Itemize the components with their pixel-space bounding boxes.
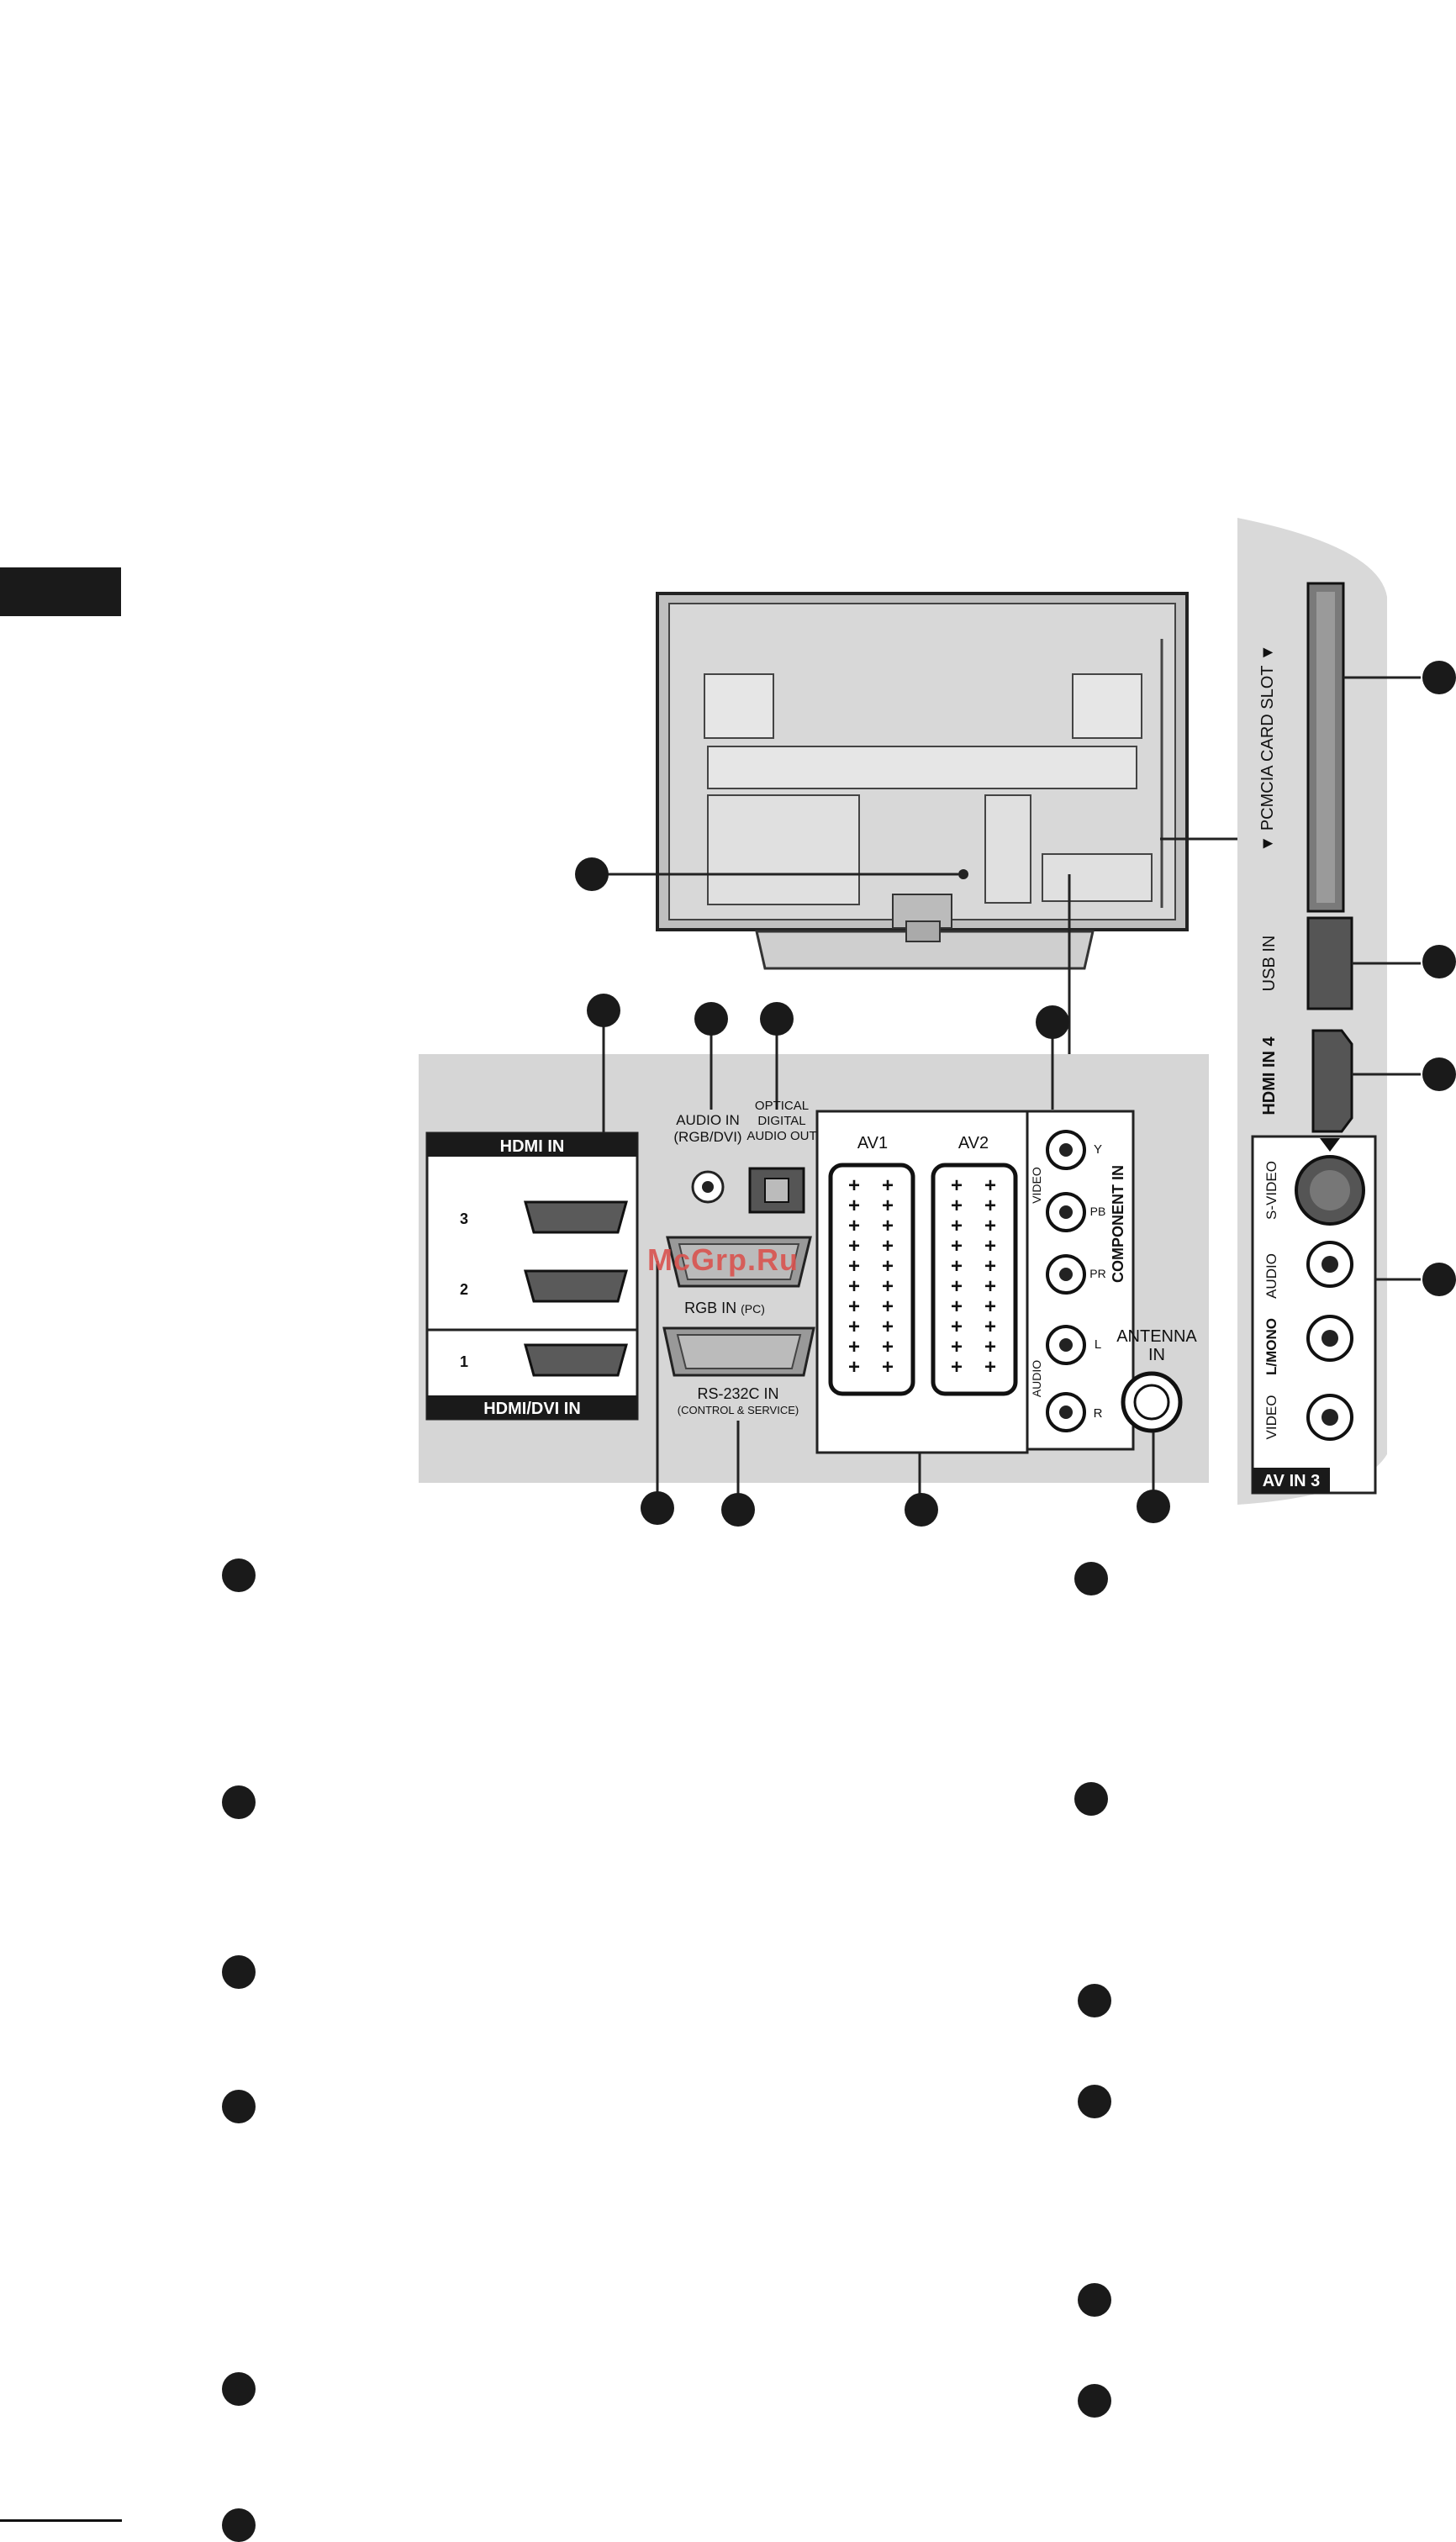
- scart-pin: +: [882, 1275, 894, 1298]
- scart-pin: +: [848, 1235, 860, 1258]
- scart-pin: +: [848, 1195, 860, 1217]
- scart-pin: +: [848, 1316, 860, 1338]
- section-tab-marker: [0, 567, 121, 616]
- scart-pin: +: [848, 1215, 860, 1237]
- hdmi-dvi-in-label: HDMI/DVI IN: [483, 1400, 581, 1418]
- scart-pin: +: [951, 1316, 963, 1338]
- component-pr-label: PR: [1089, 1267, 1105, 1280]
- scart-pin: +: [984, 1174, 996, 1197]
- usb-in-label: USB IN: [1260, 936, 1279, 992]
- rear-connection-panel: [419, 1009, 1209, 1496]
- hdmi-port-number-3: 3: [460, 1210, 468, 1227]
- scart-pin: +: [951, 1215, 963, 1237]
- scart-pin: +: [951, 1356, 963, 1379]
- av2-label: AV2: [958, 1134, 989, 1152]
- list-bullet-left-2: [222, 1785, 256, 1819]
- list-bullet-right-1: [1074, 1562, 1108, 1595]
- component-video-label: VIDEO: [1030, 1167, 1043, 1204]
- optical-label-3: AUDIO OUT: [746, 1129, 816, 1143]
- antenna-in-label: IN: [1148, 1346, 1165, 1364]
- hdmi-in-4-label: HDMI IN 4: [1260, 1036, 1279, 1115]
- rs232c-sublabel: (CONTROL & SERVICE): [678, 1404, 799, 1416]
- scart-pin: +: [984, 1255, 996, 1278]
- component-l-label: L: [1095, 1337, 1101, 1352]
- scart-pin: +: [951, 1195, 963, 1217]
- component-y-label: Y: [1094, 1142, 1102, 1157]
- pcmcia-label: ▼ PCMCIA CARD SLOT ▼: [1258, 644, 1277, 852]
- scart-pin: +: [984, 1195, 996, 1217]
- scart-pin: +: [848, 1295, 860, 1318]
- scart-pin: +: [882, 1356, 894, 1379]
- list-bullet-right-5: [1078, 2283, 1111, 2317]
- scart-pin: +: [951, 1336, 963, 1358]
- scart-pin: +: [984, 1215, 996, 1237]
- list-bullet-right-6: [1078, 2384, 1111, 2418]
- scart-pin: +: [984, 1336, 996, 1358]
- footer-rule: [0, 2519, 122, 2522]
- scart-pin: +: [882, 1295, 894, 1318]
- scart-pin: +: [848, 1275, 860, 1298]
- list-bullet-right-3: [1078, 1984, 1111, 2017]
- component-in-label: COMPONENT IN: [1110, 1165, 1126, 1283]
- list-bullet-right-2: [1074, 1782, 1108, 1816]
- hdmi-port-number-2: 2: [460, 1281, 468, 1298]
- component-r-label: R: [1094, 1406, 1103, 1421]
- list-bullet-left-3: [222, 1955, 256, 1989]
- side-video-label: VIDEO: [1263, 1395, 1279, 1440]
- audio-in-label: AUDIO IN: [676, 1112, 740, 1128]
- scart-pin: +: [984, 1295, 996, 1318]
- scart-pin: +: [882, 1195, 894, 1217]
- scart-pin: +: [848, 1255, 860, 1278]
- list-bullet-left-6: [222, 2508, 256, 2542]
- scart-pin: +: [984, 1235, 996, 1258]
- scart-pin: +: [882, 1316, 894, 1338]
- scart-pin: +: [882, 1255, 894, 1278]
- component-audio-label: AUDIO: [1030, 1360, 1043, 1397]
- audio-in-sublabel: (RGB/DVI): [673, 1129, 741, 1145]
- scart-pin: +: [951, 1295, 963, 1318]
- rgb-in-label: RGB IN (PC): [684, 1300, 765, 1316]
- s-video-label: S-VIDEO: [1263, 1161, 1279, 1220]
- rs232c-label: RS-232C IN: [697, 1385, 778, 1402]
- scart-pin: +: [882, 1336, 894, 1358]
- scart-pin: +: [951, 1235, 963, 1258]
- hdmi-port-number-1: 1: [460, 1353, 468, 1370]
- hdmi-in-label: HDMI IN: [500, 1137, 565, 1156]
- tv-back-view: [656, 592, 1189, 970]
- side-audio-label: AUDIO: [1263, 1253, 1279, 1299]
- scart-pin: +: [984, 1316, 996, 1338]
- component-pb-label: PB: [1090, 1205, 1106, 1218]
- l-mono-label: L/MONO: [1263, 1318, 1279, 1375]
- list-bullet-left-5: [222, 2372, 256, 2406]
- scart-pin: +: [882, 1215, 894, 1237]
- scart-pin: +: [848, 1356, 860, 1379]
- list-bullet-left-4: [222, 2090, 256, 2123]
- callout-bullet-tv-back: [575, 857, 609, 891]
- scart-pin: +: [848, 1336, 860, 1358]
- scart-pin: +: [882, 1174, 894, 1197]
- antenna-label: ANTENNA: [1116, 1327, 1197, 1346]
- list-bullet-right-4: [1078, 2085, 1111, 2118]
- scart-pin: +: [984, 1275, 996, 1298]
- scart-pin: +: [882, 1235, 894, 1258]
- scart-pin: +: [951, 1174, 963, 1197]
- scart-pin: +: [951, 1275, 963, 1298]
- scart-pin: +: [951, 1255, 963, 1278]
- optical-label-1: OPTICAL: [755, 1099, 809, 1113]
- scart-pin: +: [984, 1356, 996, 1379]
- list-bullet-left-1: [222, 1558, 256, 1592]
- av1-label: AV1: [857, 1134, 888, 1152]
- side-connection-panel: [1194, 518, 1421, 1505]
- av-in-3-label: AV IN 3: [1263, 1472, 1321, 1490]
- optical-label-2: DIGITAL: [757, 1114, 805, 1128]
- watermark: McGrp.Ru: [647, 1242, 799, 1277]
- scart-pin: +: [848, 1174, 860, 1197]
